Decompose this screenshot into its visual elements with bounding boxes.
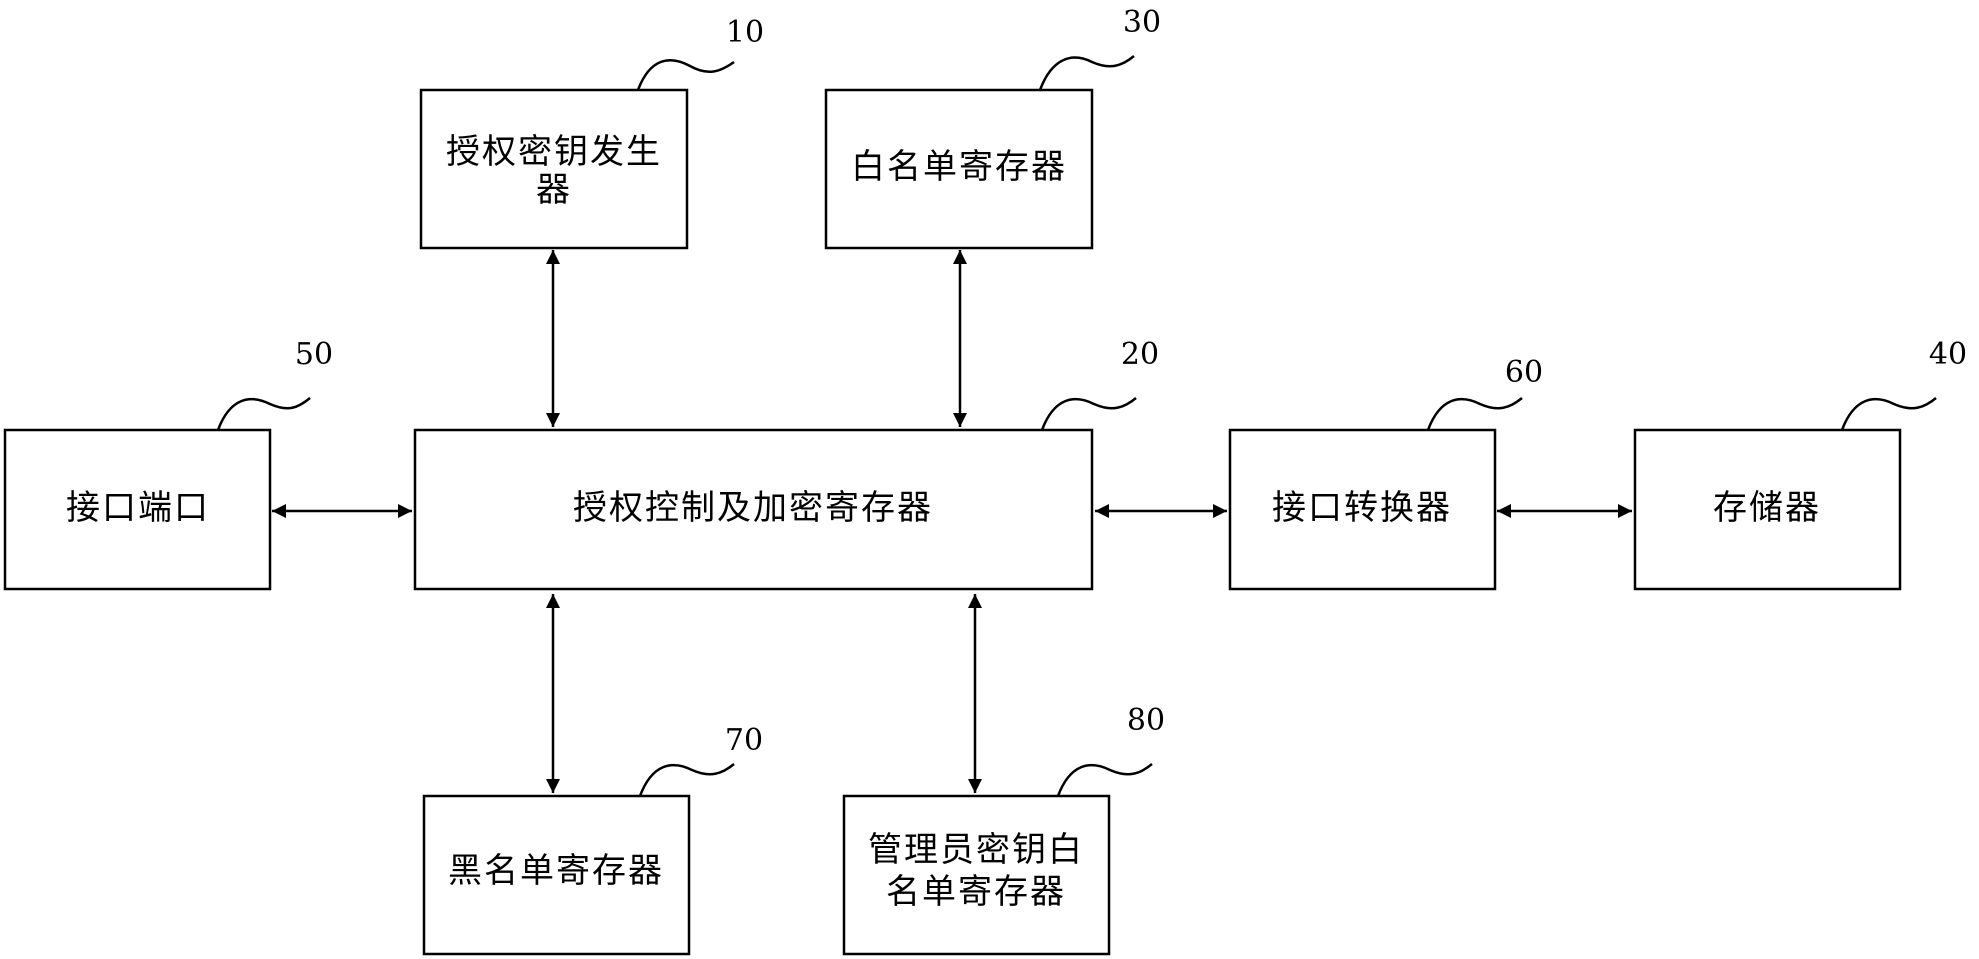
block-40-frame	[1633, 428, 1902, 591]
block-20: 授权控制及加密寄存器 20	[413, 337, 1159, 591]
block-30-label-line-1: 白名单寄存器	[851, 147, 1067, 187]
block-10: 授权密钥发生 器 10	[419, 15, 764, 250]
block-30-ref: 30	[1123, 5, 1161, 40]
block-30-frame	[824, 88, 1094, 250]
block-20-frame	[413, 428, 1094, 591]
block-50-label-line-1: 接口端口	[66, 488, 210, 528]
block-80-label-line-2: 名单寄存器	[886, 872, 1066, 912]
block-50-ref: 50	[295, 337, 333, 372]
block-80-ref: 80	[1127, 703, 1165, 738]
block-10-ref: 10	[726, 15, 764, 50]
block-30: 白名单寄存器 30	[824, 5, 1161, 250]
block-70-label-line-1: 黑名单寄存器	[448, 851, 664, 891]
block-60-leader	[1426, 397, 1523, 431]
block-40-leader	[1840, 397, 1937, 431]
block-50-leader	[216, 397, 311, 431]
block-80-frame	[842, 794, 1111, 956]
block-80-label-line-1: 管理员密钥白	[868, 830, 1084, 870]
block-10-leader	[636, 58, 735, 91]
block-50: 接口端口 50	[3, 337, 333, 591]
block-70-ref: 70	[725, 723, 763, 758]
block-10-label-line-2: 器	[536, 170, 572, 210]
block-10-label-line-1: 授权密钥发生	[446, 132, 662, 172]
block-60-frame	[1228, 428, 1497, 591]
block-80-leader	[1056, 763, 1153, 797]
block-70-leader	[638, 763, 735, 797]
block-60: 接口转换器 60	[1228, 355, 1543, 591]
block-40: 存储器 40	[1633, 337, 1967, 591]
block-40-label-line-1: 存储器	[1713, 488, 1821, 528]
block-10-frame	[419, 88, 689, 250]
block-70: 黑名单寄存器 70	[422, 723, 763, 956]
connections-layer	[272, 250, 1632, 793]
block-60-ref: 60	[1505, 355, 1543, 390]
block-20-leader	[1040, 397, 1137, 431]
block-30-leader	[1038, 55, 1135, 91]
block-40-ref: 40	[1929, 337, 1967, 372]
block-50-frame	[3, 428, 272, 591]
block-60-label-line-1: 接口转换器	[1272, 488, 1452, 528]
block-20-ref: 20	[1121, 337, 1159, 372]
block-80: 管理员密钥白 名单寄存器 80	[842, 703, 1165, 956]
block-70-frame	[422, 794, 691, 956]
block-20-label-line-1: 授权控制及加密寄存器	[573, 488, 933, 528]
